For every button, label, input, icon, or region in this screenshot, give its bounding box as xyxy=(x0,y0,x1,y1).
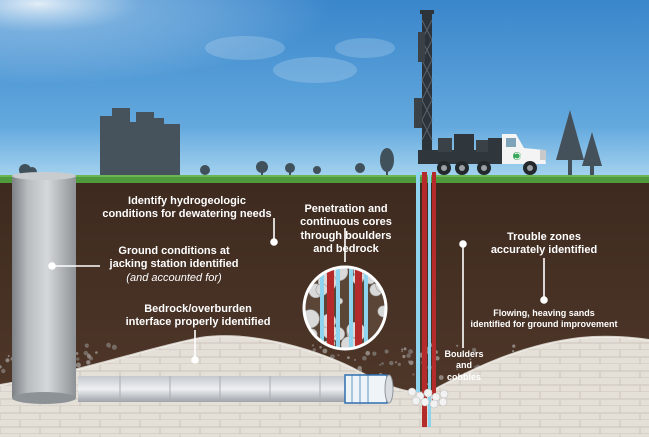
label-trouble-line2: accurately identified xyxy=(490,244,598,257)
pine-trees xyxy=(556,110,602,176)
label-penetration-line3: through boulders xyxy=(300,229,392,242)
label-dewatering-line2: conditions for dewatering needs xyxy=(102,208,272,221)
tunnel-pipe xyxy=(78,374,394,404)
sun-glow xyxy=(0,0,649,180)
label-jacking: Ground conditions at jacking station ide… xyxy=(98,245,250,285)
grass xyxy=(0,175,649,183)
city-buildings xyxy=(100,108,180,176)
leader-lines xyxy=(48,218,548,364)
label-trouble-line1: Trouble zones xyxy=(507,231,581,243)
label-dewatering-line1: Identify hydrogeologic xyxy=(128,195,246,207)
drill-rig xyxy=(414,10,434,164)
label-jacking-line3: (and accounted for) xyxy=(126,271,222,284)
label-trouble: Trouble zones accurately identified xyxy=(480,231,608,258)
label-dewatering: Identify hydrogeologic conditions for de… xyxy=(98,195,276,222)
label-boulders-line2: and cobbles xyxy=(446,360,481,382)
clouds xyxy=(205,36,395,83)
label-penetration-line1: Penetration and xyxy=(304,203,388,215)
label-boulders-line1: Boulders xyxy=(444,349,484,359)
label-penetration: Penetration and continuous cores through… xyxy=(292,203,400,257)
label-boulders: Boulders and cobbles xyxy=(438,349,490,383)
label-flowing: Flowing, heaving sands identified for gr… xyxy=(468,308,620,331)
boreholes xyxy=(407,172,449,427)
label-jacking-line2: jacking station identified xyxy=(109,258,239,271)
label-flowing-line2: identified for ground improvement xyxy=(470,319,618,330)
label-flowing-line1: Flowing, heaving sands xyxy=(493,308,595,318)
label-penetration-line2: continuous cores xyxy=(300,216,392,229)
label-bedrock-line2: interface properly identified xyxy=(125,316,271,329)
jacking-shaft xyxy=(12,172,76,404)
drill-truck xyxy=(418,134,546,175)
label-jacking-line1: Ground conditions at xyxy=(118,245,230,257)
label-bedrock: Bedrock/overburden interface properly id… xyxy=(120,303,276,330)
label-bedrock-line1: Bedrock/overburden xyxy=(144,303,252,315)
label-penetration-line4: and bedrock xyxy=(313,243,379,256)
